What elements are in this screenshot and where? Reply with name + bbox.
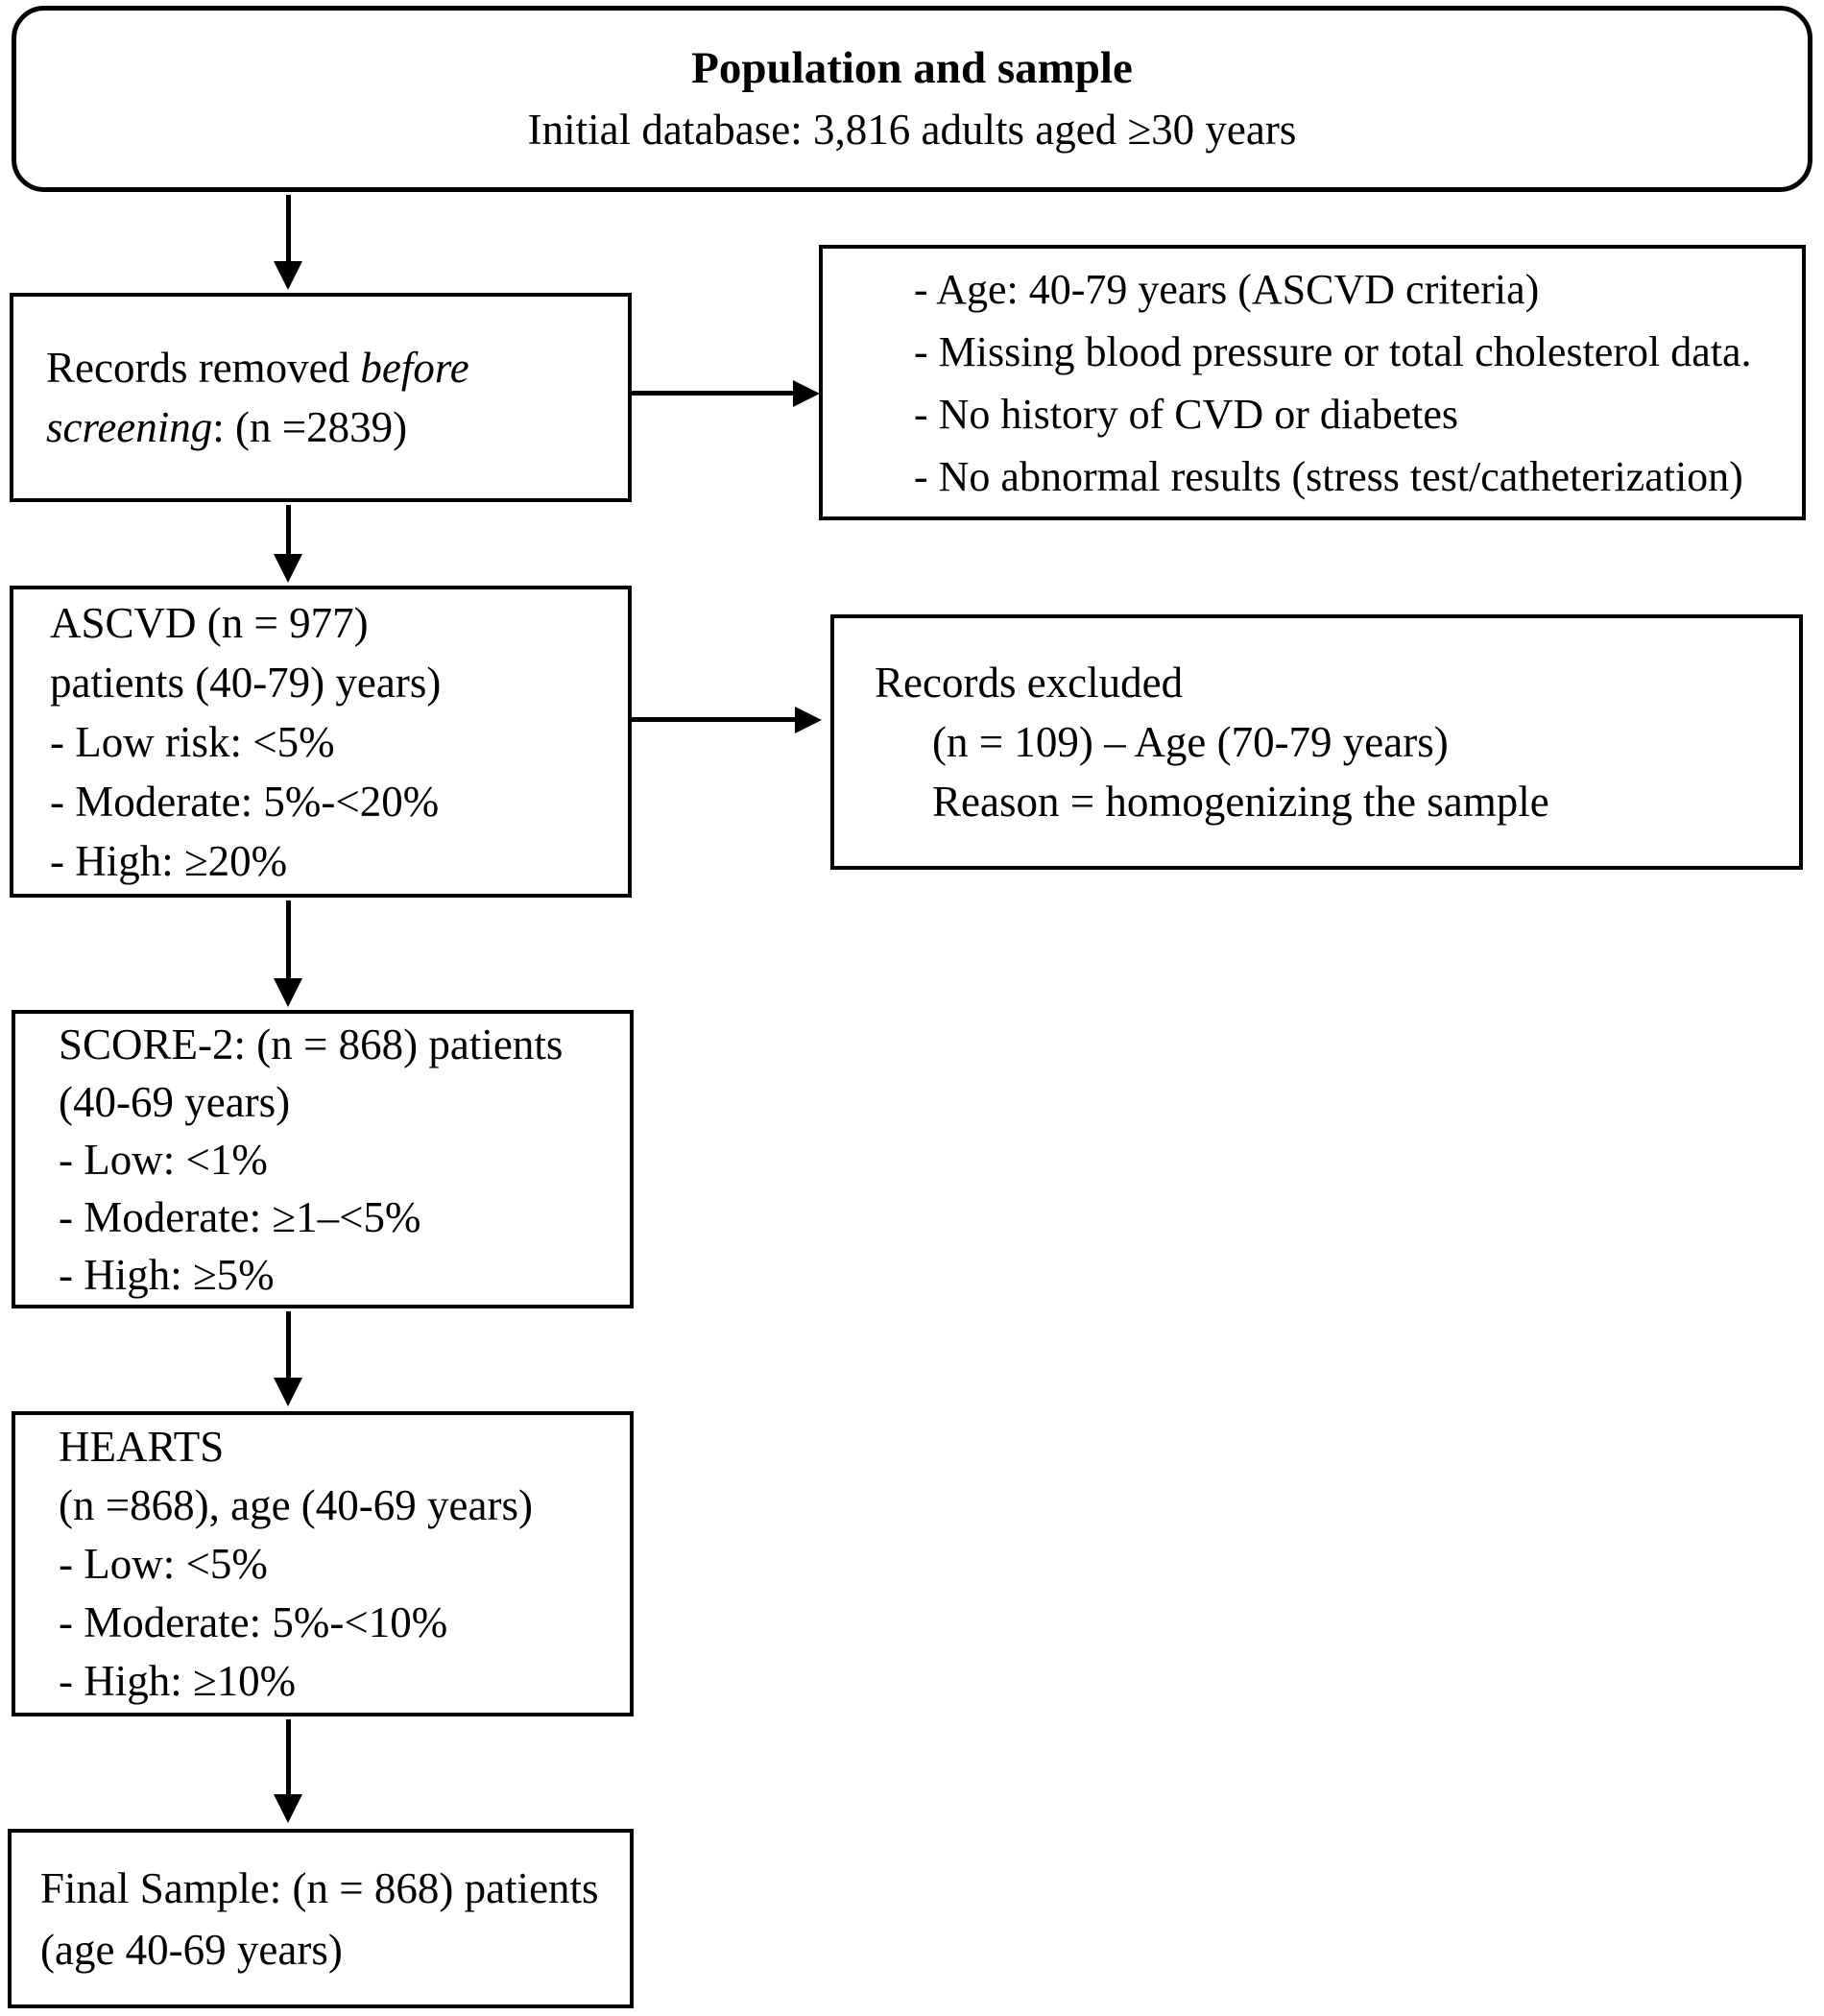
excluded-line-1: Records excluded <box>875 659 1184 707</box>
flow-arrow-down-1-head <box>274 261 302 290</box>
flow-arrow-right-2-head <box>795 707 822 733</box>
ascvd-line: - Moderate: 5%-<20% <box>50 777 440 826</box>
removal-criteria-box: - Age: 40-79 years (ASCVD criteria) - Mi… <box>819 245 1806 520</box>
hearts-box: HEARTS (n =868), age (40-69 years) - Low… <box>12 1411 634 1716</box>
hearts-line: HEARTS <box>59 1422 225 1471</box>
hearts-line: - Low: <5% <box>59 1539 268 1588</box>
population-subtitle: Initial database: 3,816 adults aged ≥30 … <box>527 106 1297 154</box>
flow-arrow-down-2-head <box>274 554 302 583</box>
criteria-line: - Missing blood pressure or total choles… <box>914 327 1752 375</box>
ascvd-line: - Low risk: <5% <box>50 717 335 766</box>
records-excluded-box: Records excluded (n = 109) – Age (70-79 … <box>830 614 1803 870</box>
excluded-line-2: (n = 109) – Age (70-79 years) <box>932 718 1449 766</box>
flow-arrow-right-1-shaft <box>632 391 795 396</box>
flow-arrow-down-3-shaft <box>286 900 291 979</box>
criteria-line: - Age: 40-79 years (ASCVD criteria) <box>914 265 1540 313</box>
flow-arrow-down-4-head <box>274 1378 302 1406</box>
ascvd-box: ASCVD (n = 977) patients (40-79) years) … <box>10 586 632 898</box>
score2-line: (40-69 years) <box>59 1077 291 1126</box>
flow-arrow-down-3-head <box>274 978 302 1007</box>
final-sample-line-1: Final Sample: (n = 868) patients <box>40 1863 599 1912</box>
score2-line: - Low: <1% <box>59 1135 268 1184</box>
ascvd-line: - High: ≥20% <box>50 836 288 885</box>
flow-arrow-right-1-head <box>793 380 820 407</box>
score2-box: SCORE-2: (n = 868) patients (40-69 years… <box>12 1010 634 1308</box>
score2-line: - Moderate: ≥1–<5% <box>59 1192 421 1241</box>
hearts-line: - Moderate: 5%-<10% <box>59 1597 448 1646</box>
flow-arrow-down-4-shaft <box>286 1311 291 1379</box>
ascvd-line: ASCVD (n = 977) <box>50 598 369 647</box>
flow-arrow-right-2-shaft <box>632 717 797 722</box>
score2-line: - High: ≥5% <box>59 1250 275 1299</box>
records-removed-box: Records removed before screening: (n =28… <box>10 293 632 502</box>
criteria-line: - No abnormal results (stress test/cathe… <box>914 452 1743 500</box>
flow-arrow-down-5-head <box>274 1794 302 1823</box>
score2-line: SCORE-2: (n = 868) patients <box>59 1020 564 1068</box>
hearts-line: - High: ≥10% <box>59 1656 297 1705</box>
excluded-line-3: Reason = homogenizing the sample <box>932 778 1549 826</box>
final-sample-line-2: (age 40-69 years) <box>40 1925 343 1974</box>
final-sample-box: Final Sample: (n = 868) patients (age 40… <box>8 1829 634 2008</box>
criteria-line: - No history of CVD or diabetes <box>914 390 1459 438</box>
flow-arrow-down-5-shaft <box>286 1719 291 1795</box>
flow-arrow-down-2-shaft <box>286 505 291 555</box>
ascvd-line: patients (40-79) years) <box>50 658 442 707</box>
records-removed-line-2: screening: (n =2839) <box>46 403 408 451</box>
hearts-line: (n =868), age (40-69 years) <box>59 1480 533 1529</box>
flow-arrow-down-1-shaft <box>286 195 291 262</box>
records-removed-line-1: Records removed before <box>46 344 469 392</box>
population-box: Population and sample Initial database: … <box>12 6 1812 192</box>
population-title: Population and sample <box>691 43 1133 93</box>
